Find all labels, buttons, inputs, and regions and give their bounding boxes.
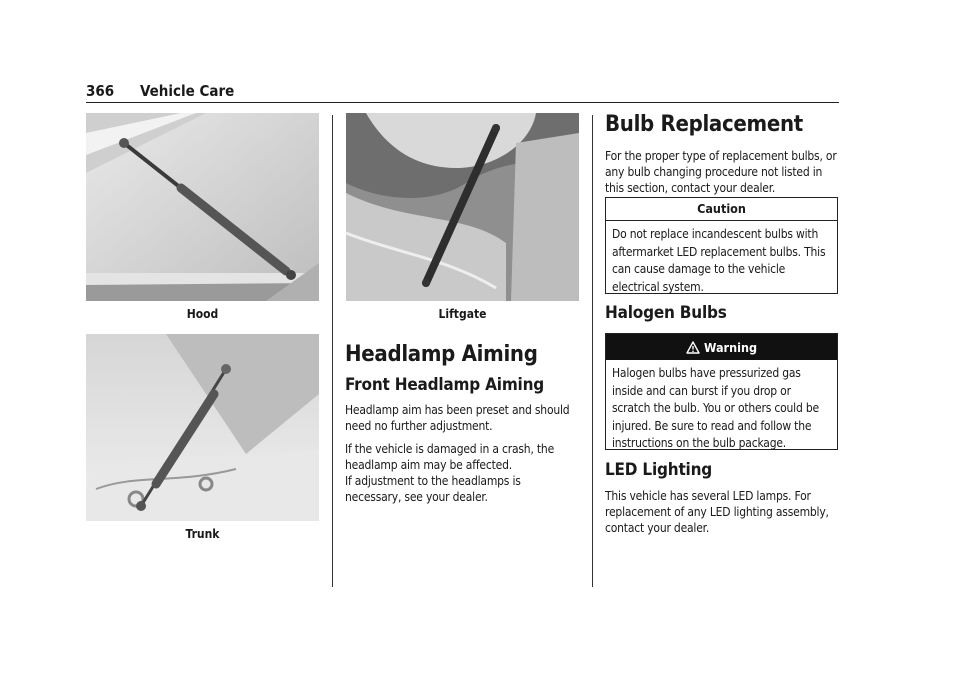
subsection-heading: Halogen Bulbs [605,303,727,323]
column-divider [592,115,593,587]
caution-box: Caution Do not replace incandescent bulb… [605,197,838,294]
section-title: Vehicle Care [140,82,235,100]
caution-title: Caution [606,198,837,221]
section-heading: Bulb Replacement [605,112,803,137]
subsection-heading: Front Headlamp Aiming [345,375,545,395]
trunk-illustration [86,334,319,521]
hood-illustration [86,113,319,301]
page-header: 366 Vehicle Care [86,80,839,103]
paragraph: If adjustment to the headlamps is necess… [345,474,521,504]
warning-title: Warning [703,340,757,355]
column-divider [332,115,333,587]
paragraph: Headlamp aim has been preset and should … [345,403,570,433]
paragraph: For the proper type of replacement bulbs… [605,149,837,195]
figure-caption: Trunk [185,527,220,541]
liftgate-illustration [346,113,579,301]
figure-caption: Hood [186,307,219,321]
warning-triangle-icon [686,340,700,354]
section-heading: Headlamp Aiming [345,342,538,367]
page-number: 366 [86,82,115,100]
subsection-heading: LED Lighting [605,460,713,480]
figure-caption: Liftgate [438,307,487,321]
warning-title-bar: Warning [606,334,837,360]
warning-box: Warning Halogen bulbs have pressurized g… [605,333,838,450]
warning-text: Halogen bulbs have pressurized gas insid… [612,366,819,450]
paragraph: If the vehicle is damaged in a crash, th… [345,442,555,472]
caution-text: Do not replace incandescent bulbs with a… [612,227,826,294]
paragraph: This vehicle has several LED lamps. For … [605,489,829,535]
